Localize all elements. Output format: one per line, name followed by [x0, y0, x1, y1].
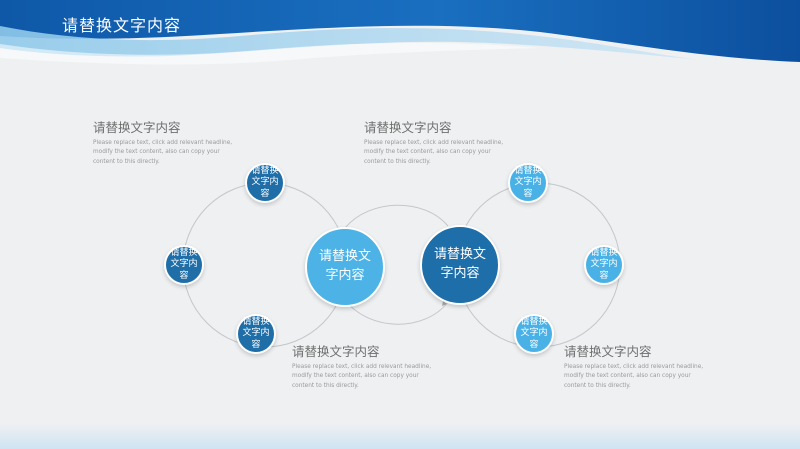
left-bottom-node[interactable]: 请替换文字内容	[236, 314, 276, 354]
bridge-top-arc	[344, 204, 449, 229]
top-wave-dark	[0, 0, 800, 62]
text-block-bottom-right: 请替换文字内容 Please replace text, click add r…	[564, 341, 714, 391]
right-center-label: 请替换文字内容	[433, 247, 486, 281]
text-block-top-center: 请替换文字内容 Please replace text, click add r…	[364, 117, 514, 167]
left-center-label: 请替换文字内容	[318, 249, 371, 283]
text-block-body: Please replace text, click add relevant …	[93, 140, 233, 165]
left-center-node[interactable]: 请替换文字内容	[305, 227, 385, 307]
text-block-heading: 请替换文字内容	[93, 120, 181, 135]
text-block-body: Please replace text, click add relevant …	[364, 140, 504, 165]
right-bottom-node[interactable]: 请替换文字内容	[514, 314, 554, 354]
left-top-label: 请替换文字内容	[251, 166, 279, 199]
bottom-band	[0, 424, 800, 449]
text-block-bottom-center: 请替换文字内容 Please replace text, click add r…	[292, 341, 442, 391]
text-block-heading: 请替换文字内容	[364, 120, 452, 135]
page-title: 请替换文字内容	[62, 16, 182, 35]
top-wave-light	[0, 26, 700, 60]
right-bottom-label: 请替换文字内容	[520, 317, 548, 350]
left-top-node[interactable]: 请替换文字内容	[245, 163, 285, 203]
right-top-label: 请替换文字内容	[514, 166, 542, 199]
right-center-node[interactable]: 请替换文字内容	[420, 225, 500, 305]
right-right-label: 请替换文字内容	[590, 248, 618, 281]
right-top-node[interactable]: 请替换文字内容	[508, 163, 548, 203]
text-block-body: Please replace text, click add relevant …	[564, 364, 704, 389]
left-left-label: 请替换文字内容	[170, 248, 198, 281]
top-wave-highlight	[0, 42, 540, 65]
left-bottom-label: 请替换文字内容	[242, 317, 270, 350]
bridge-bottom-arc	[344, 299, 449, 325]
left-left-node[interactable]: 请替换文字内容	[164, 245, 204, 285]
text-block-heading: 请替换文字内容	[564, 344, 652, 359]
arrowhead-2	[442, 301, 447, 306]
text-block-top-left: 请替换文字内容 Please replace text, click add r…	[93, 117, 243, 167]
right-right-node[interactable]: 请替换文字内容	[584, 245, 624, 285]
text-block-body: Please replace text, click add relevant …	[292, 364, 432, 389]
text-block-heading: 请替换文字内容	[292, 344, 380, 359]
